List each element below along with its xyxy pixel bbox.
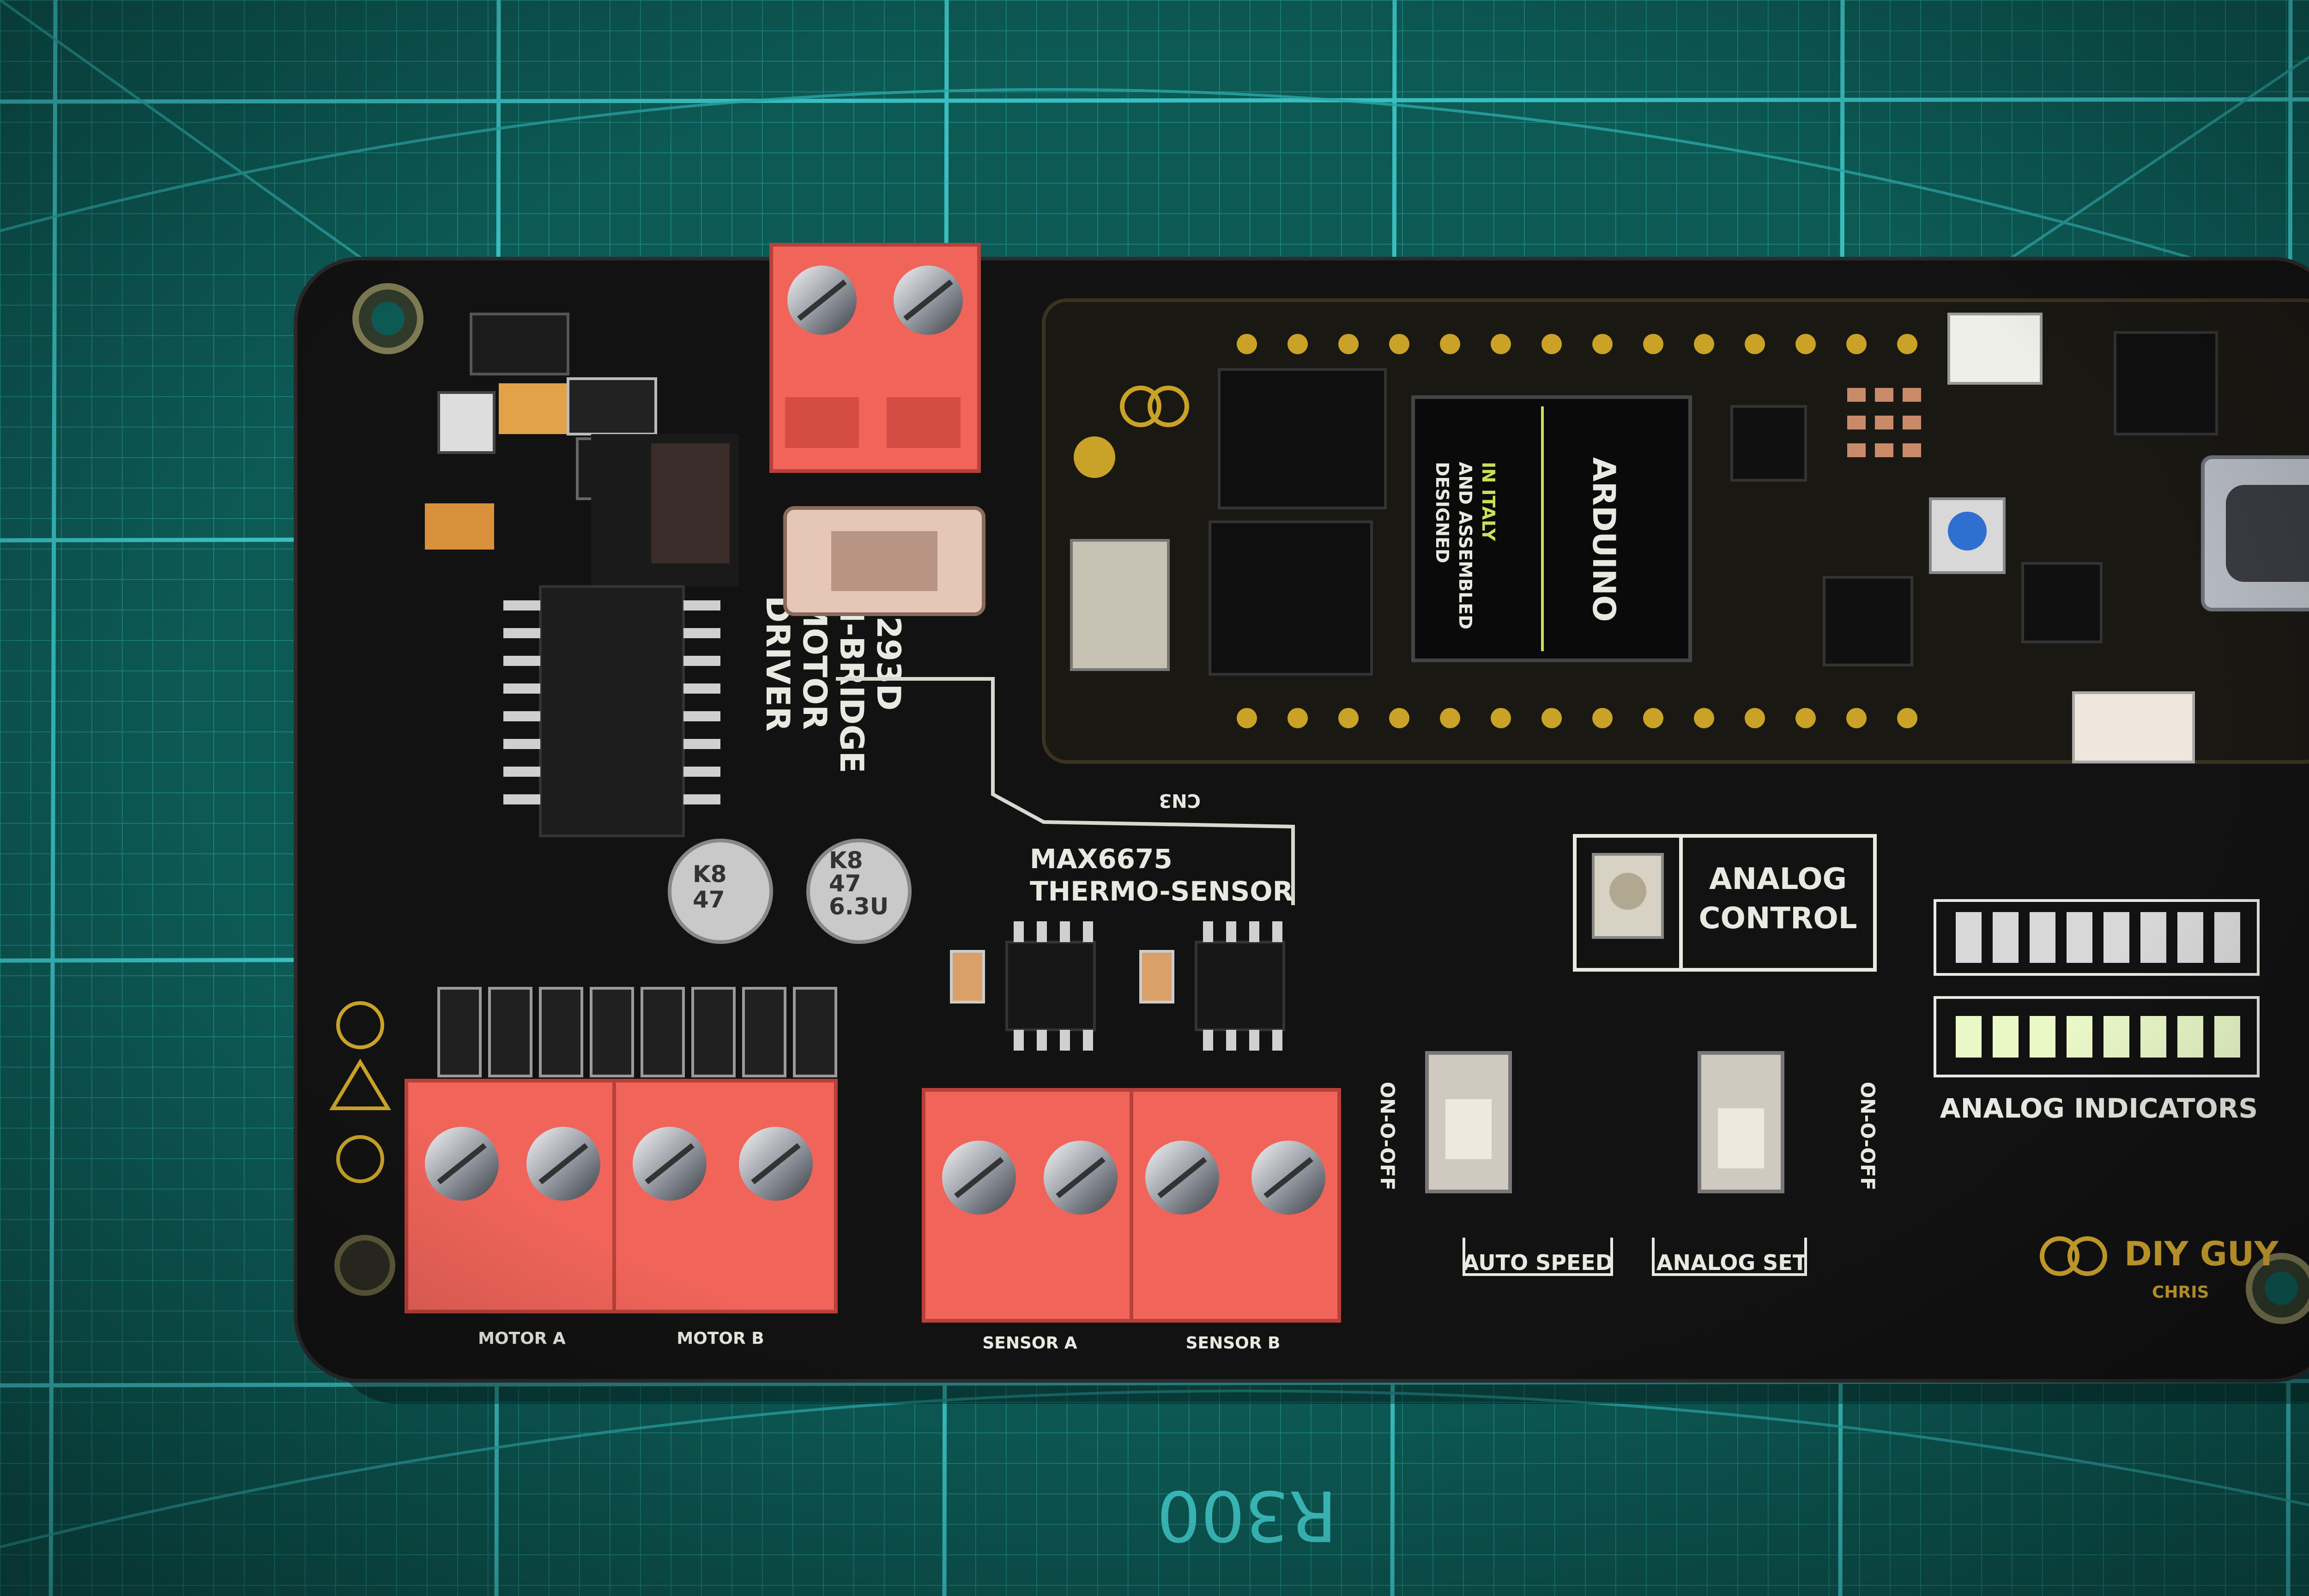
auto-speed-switch[interactable] (1425, 1051, 1512, 1193)
screw-icon (526, 1127, 600, 1201)
screw-icon (942, 1141, 1016, 1215)
arduino-chip-line: DESIGNED (1432, 462, 1452, 563)
power-terminal-block (769, 243, 981, 473)
screw-icon (894, 266, 963, 335)
screw-icon (1251, 1141, 1325, 1215)
motor-a-label: MOTOR A (478, 1329, 566, 1348)
sensor-a-label: SENSOR A (982, 1334, 1077, 1353)
capacitor-marking: K8 (693, 861, 727, 888)
screw-icon (425, 1127, 499, 1201)
motor-b-label: MOTOR B (677, 1329, 764, 1348)
capacitor: K8 47 (668, 839, 773, 944)
driver-label-line-4: DRIVER (759, 596, 797, 732)
screw-icon (787, 266, 857, 335)
mounting-hole-icon (334, 1235, 395, 1296)
potentiometer-icon[interactable] (1592, 853, 1664, 939)
usb-c-port-icon[interactable] (2201, 455, 2309, 611)
analog-indicators-label: ANALOG INDICATORS (1940, 1093, 2258, 1124)
arduino-chip-line: AND ASSEMBLED (1455, 462, 1475, 629)
analog-set-label: ANALOG SET (1656, 1250, 1807, 1275)
screw-icon (1044, 1141, 1118, 1215)
pcb-board: L293D H-BRIDGE MOTOR DRIVER K8 47 K8 47 … (294, 243, 2309, 1383)
arduino-chip-line: IN ITALY (1478, 462, 1499, 541)
analog-set-switch[interactable] (1698, 1051, 1784, 1193)
switch-marking-right: ON-O-OFF (1856, 1082, 1879, 1190)
capacitor-marking: 47 (693, 886, 725, 913)
sensor-label-line-1: MAX6675 (1030, 843, 1173, 875)
screw-icon (1145, 1141, 1219, 1215)
thermo-sensor-chip (1195, 921, 1285, 1051)
mounting-hole-icon (352, 283, 423, 354)
screw-icon (633, 1127, 707, 1201)
switch-marking-left: ON-O-OFF (1376, 1082, 1399, 1190)
connector-label: CN3 (1159, 790, 1201, 811)
capacitor: K8 47 6.3U (806, 839, 912, 944)
thermo-sensor-chip (1005, 921, 1096, 1051)
motor-terminal-block (405, 1079, 838, 1313)
driver-label-line-2: H-BRIDGE (833, 596, 870, 773)
sensor-terminal-block (922, 1088, 1341, 1323)
brand-logo-title: DIY GUY (2124, 1234, 2279, 1273)
arduino-module: ARDUINO DESIGNED AND ASSEMBLED IN ITALY (1042, 298, 2309, 811)
arduino-main-chip: ARDUINO DESIGNED AND ASSEMBLED IN ITALY (1411, 395, 1692, 662)
screw-icon (739, 1127, 813, 1201)
analog-control-label-line-2: CONTROL (1699, 901, 1857, 936)
mat-scale-label: R300 (1157, 1475, 1337, 1555)
analog-control-label-line-1: ANALOG (1709, 862, 1847, 896)
sensor-b-label: SENSOR B (1186, 1334, 1281, 1353)
arduino-chip-brand: ARDUINO (1585, 457, 1622, 622)
capacitor-marking: 6.3U (829, 893, 889, 920)
brand-logo-subtitle: CHRIS (2152, 1283, 2209, 1302)
sensor-label-line-2: THERMO-SENSOR (1030, 876, 1293, 907)
auto-speed-label: AUTO SPEED (1463, 1250, 1613, 1275)
reset-button[interactable] (1929, 497, 2006, 574)
